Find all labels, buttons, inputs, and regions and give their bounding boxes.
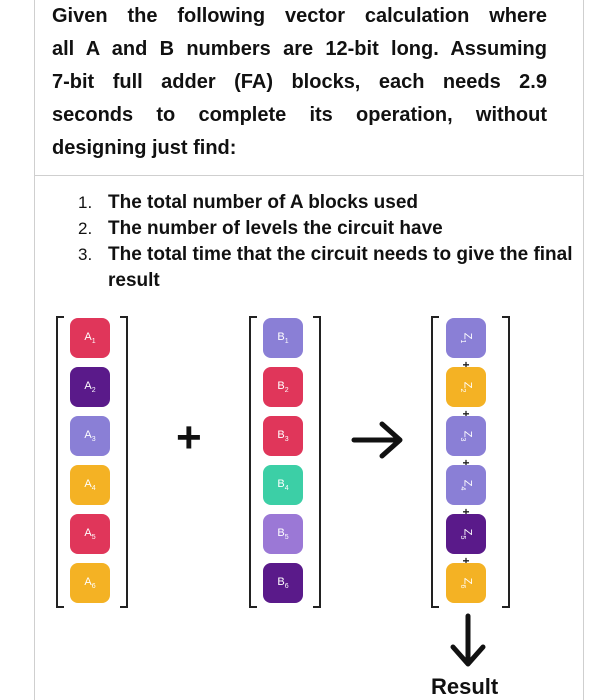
list-text: The total time that the circuit needs to… [108,244,573,291]
b-cell-label: B6 [277,575,289,591]
b-cell-1: B1 [263,318,303,358]
bracket-left [56,316,64,608]
list-number: 2. [78,219,93,238]
plus-sign: + [462,554,470,568]
a-cell-3: A3 [70,416,110,456]
a-cell-label: A2 [84,379,96,395]
a-cell-4: A4 [70,465,110,505]
list-item: 1. The total number of A blocks used [78,190,578,216]
z-cell-1: Z1 [446,318,486,358]
z-cell-5: Z5 [446,514,486,554]
list-text: The number of levels the circuit have [108,218,443,239]
a-cell-1: A1 [70,318,110,358]
bracket-right [502,316,510,608]
a-cell-label: A4 [84,477,96,493]
a-cell-2: A2 [70,367,110,407]
question-line: seconds to complete its operation, witho… [52,104,547,126]
b-cell-3: B3 [263,416,303,456]
z-cell-3: Z3 [446,416,486,456]
a-cell-label: A1 [84,330,96,346]
list-item: 2. The number of levels the circuit have [78,216,578,242]
z-cell-label: Z5 [458,528,474,540]
arrow-right-icon [351,421,403,459]
bracket-left [431,316,439,608]
a-cell-label: A6 [84,575,96,591]
question-line: all A and B numbers are 12-bit long. Ass… [52,38,547,60]
b-cell-label: B1 [277,330,289,346]
bracket-left [249,316,257,608]
a-cell-5: A5 [70,514,110,554]
list-number: 1. [78,193,93,212]
z-cell-4: Z4 [446,465,486,505]
z-cell-label: Z6 [458,577,474,589]
plus-sign: + [462,407,470,421]
question-line: Given the following vector calculation w… [52,5,547,27]
b-cell-label: B5 [277,526,289,542]
b-cell-4: B4 [263,465,303,505]
plus-operator: + [176,413,202,462]
b-cell-label: B4 [277,477,289,493]
task-list: 1. The total number of A blocks used 2. … [78,190,578,294]
question-text: Given the following vector calculation w… [52,0,547,165]
z-cell-label: Z2 [458,381,474,393]
a-cell-6: A6 [70,563,110,603]
list-item: 3. The total time that the circuit needs… [78,242,578,294]
bracket-right [120,316,128,608]
z-cell-label: Z4 [458,479,474,491]
question-line: 7-bit full adder (FA) blocks, each needs… [52,71,547,93]
list-text: The total number of A blocks used [108,192,419,213]
bracket-right [313,316,321,608]
plus-sign: + [462,456,470,470]
a-cell-label: A3 [84,428,96,444]
plus-sign: + [462,358,470,372]
content-frame [34,0,584,700]
b-cell-2: B2 [263,367,303,407]
question-line: designing just find: [52,137,237,159]
z-cell-label: Z3 [458,430,474,442]
z-cell-2: Z2 [446,367,486,407]
arrow-down-icon [450,613,486,667]
list-number: 3. [78,245,93,264]
b-cell-label: B2 [277,379,289,395]
a-cell-label: A5 [84,526,96,542]
z-cell-6: Z6 [446,563,486,603]
b-cell-label: B3 [277,428,289,444]
b-cell-5: B5 [263,514,303,554]
separator [34,175,584,176]
result-label: Result [431,674,499,699]
plus-sign: + [462,505,470,519]
b-cell-6: B6 [263,563,303,603]
z-cell-label: Z1 [458,332,474,344]
